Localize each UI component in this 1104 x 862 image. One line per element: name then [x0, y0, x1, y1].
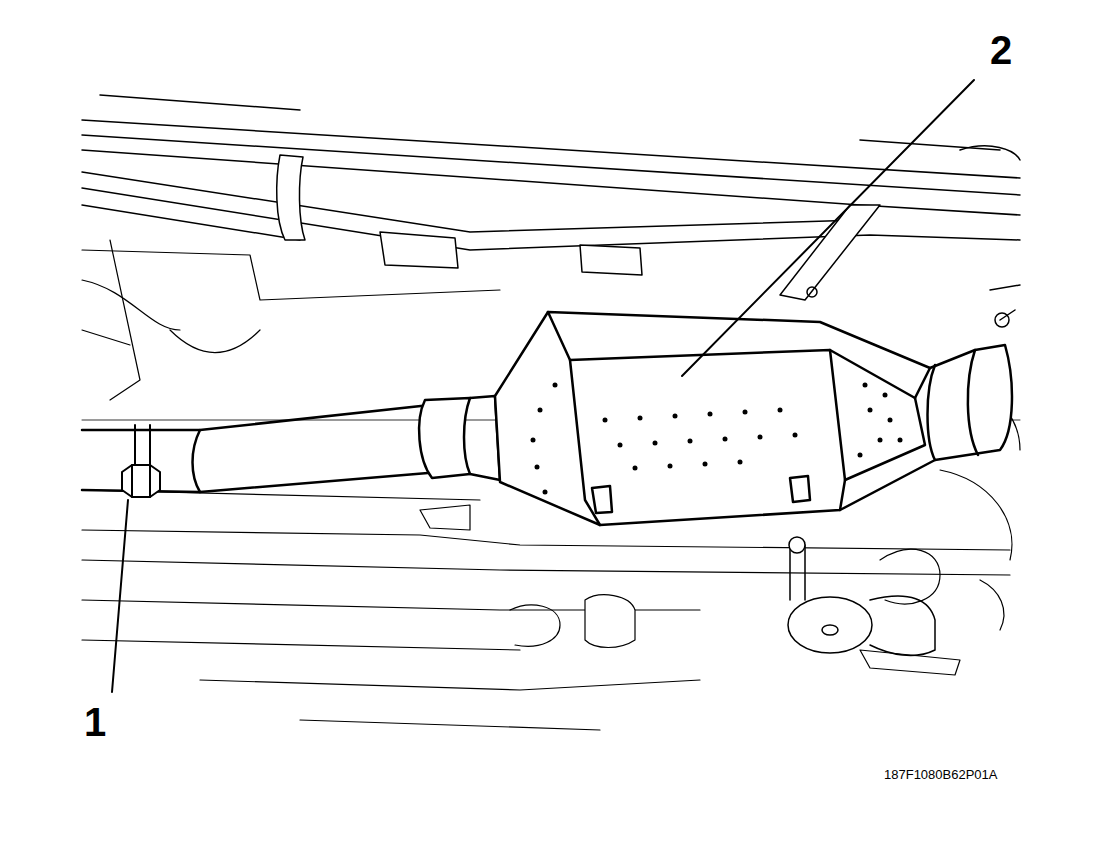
leader-line: [112, 500, 128, 692]
mounting-nut: [122, 425, 160, 497]
callout-number: 1: [84, 702, 106, 742]
heat-shield-holes: [531, 383, 903, 495]
leader-line: [682, 80, 974, 376]
underbody-rails: [82, 95, 1020, 327]
mount: [788, 537, 935, 655]
figure-code: 187F1080B62P01A: [884, 768, 997, 781]
callout-number: 2: [990, 30, 1012, 70]
floor-structure: [82, 240, 1020, 730]
catalytic-converter: [495, 312, 1012, 525]
